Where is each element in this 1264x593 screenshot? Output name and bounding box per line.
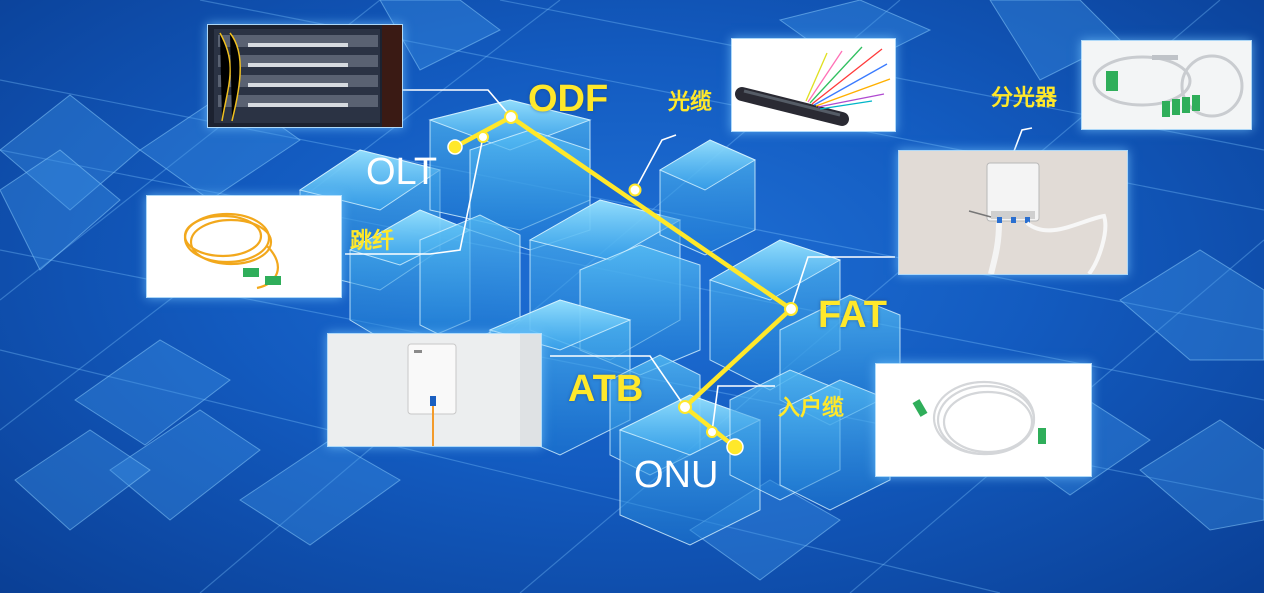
atb-photo xyxy=(327,333,542,447)
onu-label: ONU xyxy=(634,454,719,496)
drop-node-dot xyxy=(706,426,718,438)
fat-box-photo xyxy=(898,150,1128,275)
olt-label: OLT xyxy=(366,151,438,193)
fiber-cable-image xyxy=(732,39,895,131)
drop-cable-image xyxy=(876,364,1091,476)
odf-label: ODF xyxy=(528,78,609,120)
fiber-cable-label: 光缆 xyxy=(668,90,713,115)
patch-cord-photo xyxy=(146,195,342,298)
fat-box-image xyxy=(899,151,1127,274)
atb-node-dot xyxy=(678,400,692,414)
fat-label: FAT xyxy=(818,294,887,336)
rack-photo xyxy=(207,24,403,128)
rack-image xyxy=(208,25,402,127)
drop-cable-photo xyxy=(875,363,1092,477)
splitter-image xyxy=(1082,41,1251,129)
atb-label: ATB xyxy=(568,368,644,410)
fiber-cable-node-dot xyxy=(628,183,642,197)
fat-node-dot xyxy=(784,302,798,316)
drop-cable-label: 入户缆 xyxy=(778,396,845,421)
patch-node-dot xyxy=(477,131,489,143)
onu-node-dot xyxy=(726,438,744,456)
fiber-cable-photo xyxy=(731,38,896,132)
olt-node-dot xyxy=(447,139,463,155)
atb-image xyxy=(328,334,541,446)
patch-cord-label: 跳纤 xyxy=(350,229,395,254)
patch-cord-image xyxy=(147,196,341,297)
building-blocks xyxy=(298,99,901,546)
splitter-label: 分光器 xyxy=(991,86,1058,111)
odf-node-dot xyxy=(504,110,518,124)
splitter-photo xyxy=(1081,40,1252,130)
leader-lines xyxy=(345,89,1033,433)
